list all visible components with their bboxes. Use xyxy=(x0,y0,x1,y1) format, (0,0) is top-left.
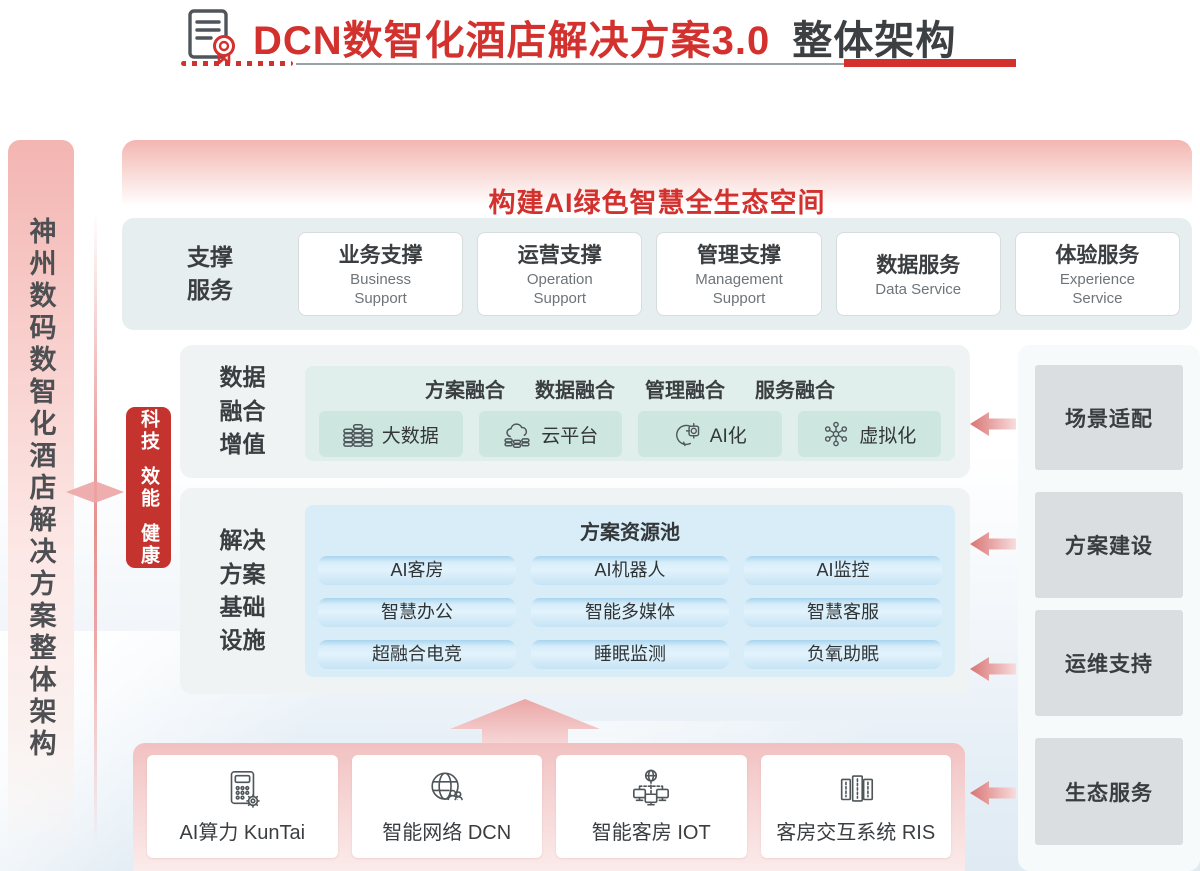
badge-item: 效能 xyxy=(138,465,159,510)
page-title-red: DCN数智化酒店解决方案3.0 xyxy=(253,19,771,63)
sidebar-accent-line xyxy=(94,212,97,846)
fusion-inner-panel: 方案融合 数据融合 管理融合 服务融合 大数据 xyxy=(305,366,955,461)
resource-pill: 智慧客服 xyxy=(744,598,942,627)
left-arrow xyxy=(970,656,1016,687)
support-box-management: 管理支撑 Management Support xyxy=(656,232,822,316)
left-arrow xyxy=(970,531,1016,562)
tech-efficiency-health-badge: 科技 效能 健康 xyxy=(126,407,171,568)
infra-box-kuntai: AI算力 KunTai xyxy=(147,755,338,858)
solution-infrastructure-label: 解决 方案 基础 设施 xyxy=(219,527,266,654)
page-title-dark: 整体架构 xyxy=(792,19,957,63)
title-underline-dotted xyxy=(181,61,293,66)
tech-box-ai: AI化 xyxy=(638,411,782,457)
right-services-column: 场景适配 方案建设 运维支持 生态服务 xyxy=(1018,345,1200,871)
support-services-row: 支撑 服务 业务支撑 Business Support 运营支撑 Operati… xyxy=(122,218,1192,330)
tech-box-virtualization: 虚拟化 xyxy=(797,411,941,457)
resource-pill: 睡眠监测 xyxy=(531,640,729,669)
right-box-ops: 运维支持 xyxy=(1035,610,1183,716)
tech-boxes: 大数据 云平台 xyxy=(305,411,955,457)
resource-pill: 智慧办公 xyxy=(318,598,516,627)
data-fusion-label: 数据 融合 增值 xyxy=(219,364,266,458)
title-underline-line xyxy=(296,63,844,65)
iot-devices-icon xyxy=(633,769,670,806)
infrastructure-row: AI算力 KunTai 智能网络 DCN xyxy=(133,743,965,871)
support-box-operation: 运营支撑 Operation Support xyxy=(477,232,643,316)
data-fusion-section: 数据 融合 增值 方案融合 数据融合 管理融合 服务融合 xyxy=(180,345,970,478)
certificate-document-icon xyxy=(180,6,240,71)
upward-flow-arrow xyxy=(450,699,600,751)
left-arrow xyxy=(970,780,1016,811)
resource-pill: AI监控 xyxy=(744,556,942,585)
title-underline-accent xyxy=(844,59,1016,67)
support-box-experience: 体验服务 Experience Service xyxy=(1014,232,1181,316)
top-pink-band xyxy=(122,140,1192,206)
tech-box-bigdata: 大数据 xyxy=(319,411,463,457)
resource-pill: AI机器人 xyxy=(531,556,729,585)
page-title: DCN数智化酒店解决方案3.0 整体架构 xyxy=(253,8,956,66)
resource-pool-title: 方案资源池 xyxy=(580,522,680,544)
big-data-icon xyxy=(342,423,373,447)
right-box-scene: 场景适配 xyxy=(1035,365,1183,470)
infra-box-iot: 智能客房 IOT xyxy=(556,755,747,858)
tech-box-cloud: 云平台 xyxy=(478,411,622,457)
cloud-platform-icon xyxy=(504,422,530,448)
support-boxes: 业务支撑 Business Support 运营支撑 Operation Sup… xyxy=(298,232,1192,316)
server-racks-icon xyxy=(840,775,873,802)
support-box-business: 业务支撑 Business Support xyxy=(298,232,464,316)
infra-box-ris: 客房交互系统 RIS xyxy=(760,755,951,858)
ai-face-icon xyxy=(675,423,699,447)
left-arrow xyxy=(970,411,1016,442)
sidebar-vertical-title: 神州数码数智化酒店解决方案整体架构 xyxy=(25,217,56,761)
globe-network-icon xyxy=(431,772,463,801)
resource-pill: 智能多媒体 xyxy=(531,598,729,627)
solution-infrastructure-section: 解决 方案 基础 设施 方案资源池 AI客房 AI机器人 AI监控 智慧办公 智… xyxy=(180,488,970,694)
resource-pool-panel: 方案资源池 AI客房 AI机器人 AI监控 智慧办公 智能多媒体 智慧客服 超融… xyxy=(305,505,955,677)
infra-box-dcn: 智能网络 DCN xyxy=(351,755,542,858)
calculator-gear-icon xyxy=(230,771,261,808)
virtualization-icon xyxy=(825,421,848,447)
badge-item: 科技 xyxy=(138,408,159,453)
sidebar-diamond-spark xyxy=(66,481,124,508)
ecosystem-banner-title: 构建AI绿色智慧全生态空间 xyxy=(488,188,826,218)
resource-pill: 超融合电竞 xyxy=(318,640,516,669)
badge-item: 健康 xyxy=(138,522,159,567)
resource-pill: 负氧助眠 xyxy=(744,640,942,669)
fusion-items: 方案融合 数据融合 管理融合 服务融合 xyxy=(425,380,835,402)
right-box-construction: 方案建设 xyxy=(1035,492,1183,598)
support-box-data: 数据服务 Data Service xyxy=(835,232,1001,316)
resource-pool-grid: AI客房 AI机器人 AI监控 智慧办公 智能多媒体 智慧客服 超融合电竞 睡眠… xyxy=(305,556,955,669)
left-sidebar: 神州数码数智化酒店解决方案整体架构 xyxy=(8,140,74,856)
resource-pill: AI客房 xyxy=(318,556,516,585)
support-services-label: 支撑 服务 xyxy=(187,243,233,303)
right-box-eco: 生态服务 xyxy=(1035,738,1183,845)
